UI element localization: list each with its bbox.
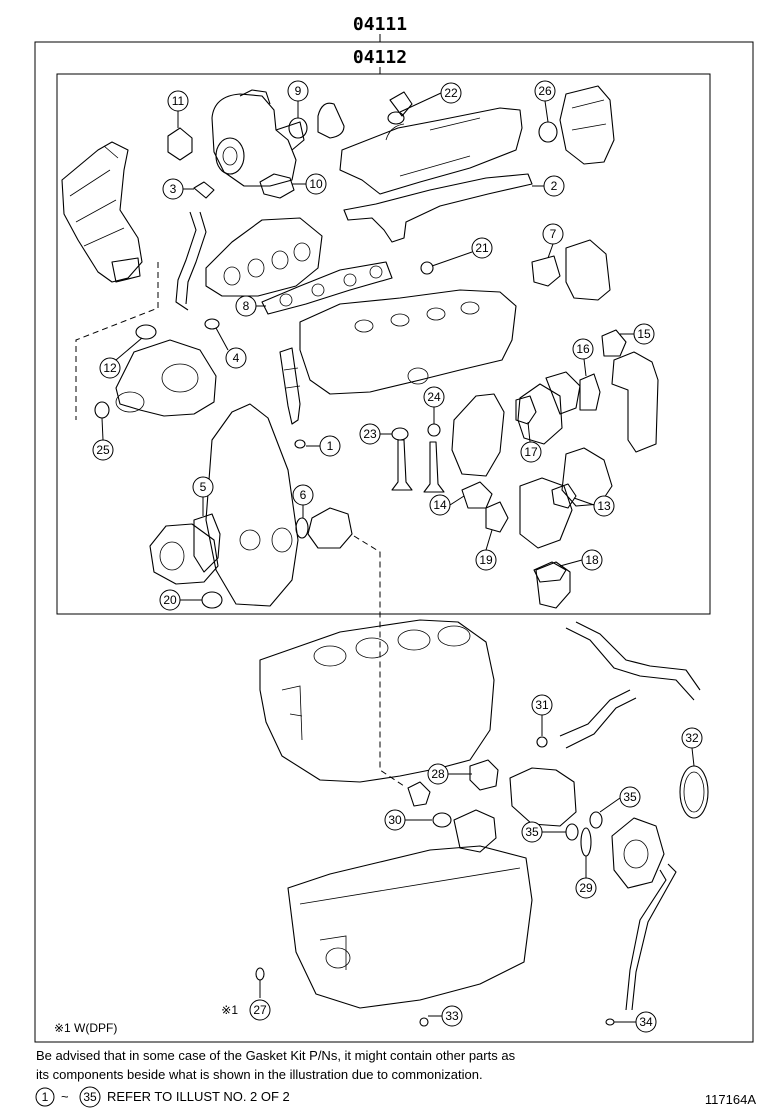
callout-32[interactable]: 32 <box>681 727 703 767</box>
callout-22[interactable]: 22 <box>399 82 462 113</box>
range-note: 1 ~ 35 REFER TO ILLUST NO. 2 OF 2 <box>35 1086 290 1108</box>
callout-10[interactable]: 10 <box>292 173 327 195</box>
svg-text:20: 20 <box>163 593 177 607</box>
notice-line-2: its components beside what is shown in t… <box>36 1067 483 1082</box>
svg-text:10: 10 <box>309 177 323 191</box>
callout-2[interactable]: 2 <box>532 175 565 197</box>
notice-line-1: Be advised that in some case of the Gask… <box>36 1048 516 1063</box>
svg-text:25: 25 <box>96 443 110 457</box>
callout-20[interactable]: 20 <box>159 589 202 611</box>
lower-parts-art <box>259 619 709 1011</box>
svg-text:5: 5 <box>200 480 207 494</box>
callout-27[interactable]: ※1 27 <box>221 980 271 1021</box>
svg-text:31: 31 <box>535 698 549 712</box>
callout-17[interactable]: 17 <box>520 421 542 463</box>
callout-4[interactable]: 4 <box>215 327 247 369</box>
callout-35-upper[interactable]: 35 <box>599 786 641 813</box>
callout-18[interactable]: 18 <box>559 549 603 571</box>
svg-text:17: 17 <box>524 445 538 459</box>
svg-text:6: 6 <box>300 488 307 502</box>
svg-text:32: 32 <box>685 731 699 745</box>
svg-text:35: 35 <box>525 825 539 839</box>
svg-text:27: 27 <box>253 1003 267 1017</box>
kit-code-04111: 04111 <box>353 14 407 35</box>
illustration-id: 117164A <box>705 1092 756 1107</box>
callout-31[interactable]: 31 <box>531 694 553 736</box>
svg-text:26: 26 <box>538 84 552 98</box>
svg-text:18: 18 <box>585 553 599 567</box>
svg-text:29: 29 <box>579 881 593 895</box>
callout-12[interactable]: 12 <box>99 337 143 379</box>
callout-23[interactable]: 23 <box>359 423 392 445</box>
svg-text:7: 7 <box>550 227 557 241</box>
svg-text:4: 4 <box>233 351 240 365</box>
svg-text:REFER TO ILLUST NO. 2 OF 2: REFER TO ILLUST NO. 2 OF 2 <box>107 1089 290 1104</box>
inner-kit-frame <box>56 73 711 615</box>
callout-26[interactable]: 26 <box>534 80 556 123</box>
footnote-text: W(DPF) <box>74 1021 117 1035</box>
svg-text:16: 16 <box>576 342 590 356</box>
svg-text:11: 11 <box>172 94 185 108</box>
callout-9[interactable]: 9 <box>287 80 309 118</box>
gasket-shapes <box>94 111 627 1027</box>
svg-text:~: ~ <box>61 1089 69 1104</box>
svg-text:34: 34 <box>639 1015 653 1029</box>
callout-29[interactable]: 29 <box>575 856 597 899</box>
outer-kit-frame <box>34 41 754 1043</box>
callout-14[interactable]: 14 <box>429 494 465 516</box>
svg-text:15: 15 <box>637 327 651 341</box>
svg-text:2: 2 <box>551 179 558 193</box>
callout-5[interactable]: 5 <box>192 476 214 516</box>
svg-text:35: 35 <box>83 1090 97 1104</box>
svg-text:35: 35 <box>623 790 637 804</box>
svg-text:28: 28 <box>431 767 445 781</box>
svg-text:1: 1 <box>42 1090 49 1104</box>
callout-15[interactable]: 15 <box>620 323 655 345</box>
callout-34[interactable]: 34 <box>614 1011 657 1033</box>
callout-33[interactable]: 33 <box>428 1005 463 1027</box>
callout-8[interactable]: 8 <box>235 295 266 317</box>
upper-parts-art <box>61 85 659 609</box>
svg-text:21: 21 <box>475 241 489 255</box>
svg-text:23: 23 <box>363 427 377 441</box>
callout-30[interactable]: 30 <box>384 809 432 831</box>
svg-text:22: 22 <box>444 86 458 100</box>
callout-1[interactable]: 1 <box>306 435 341 457</box>
callout-35-lower[interactable]: 35 <box>521 821 566 843</box>
svg-text:12: 12 <box>103 361 117 375</box>
svg-text:13: 13 <box>597 499 611 513</box>
callout-13[interactable]: 13 <box>573 495 615 517</box>
svg-text:1: 1 <box>327 439 334 453</box>
svg-text:24: 24 <box>427 390 441 404</box>
part27-dpf-marker: ※1 <box>221 1003 238 1017</box>
callout-6[interactable]: 6 <box>292 484 314 518</box>
svg-text:14: 14 <box>433 498 447 512</box>
callout-28[interactable]: 28 <box>427 763 472 785</box>
svg-text:19: 19 <box>479 553 493 567</box>
callout-7[interactable]: 7 <box>542 223 564 259</box>
footnote-marker: ※1 <box>54 1021 71 1035</box>
callout-21[interactable]: 21 <box>431 237 493 267</box>
callout-3[interactable]: 3 <box>162 178 194 200</box>
kit-code-04112: 04112 <box>353 47 407 68</box>
svg-text:9: 9 <box>295 84 302 98</box>
callout-25[interactable]: 25 <box>92 417 114 461</box>
svg-text:3: 3 <box>170 182 177 196</box>
callout-11[interactable]: 11 <box>167 90 189 128</box>
callout-16[interactable]: 16 <box>572 338 594 377</box>
svg-text:33: 33 <box>445 1009 459 1023</box>
callout-24[interactable]: 24 <box>423 386 445 424</box>
svg-text:30: 30 <box>388 813 402 827</box>
svg-text:8: 8 <box>243 299 250 313</box>
callout-19[interactable]: 19 <box>475 529 497 571</box>
